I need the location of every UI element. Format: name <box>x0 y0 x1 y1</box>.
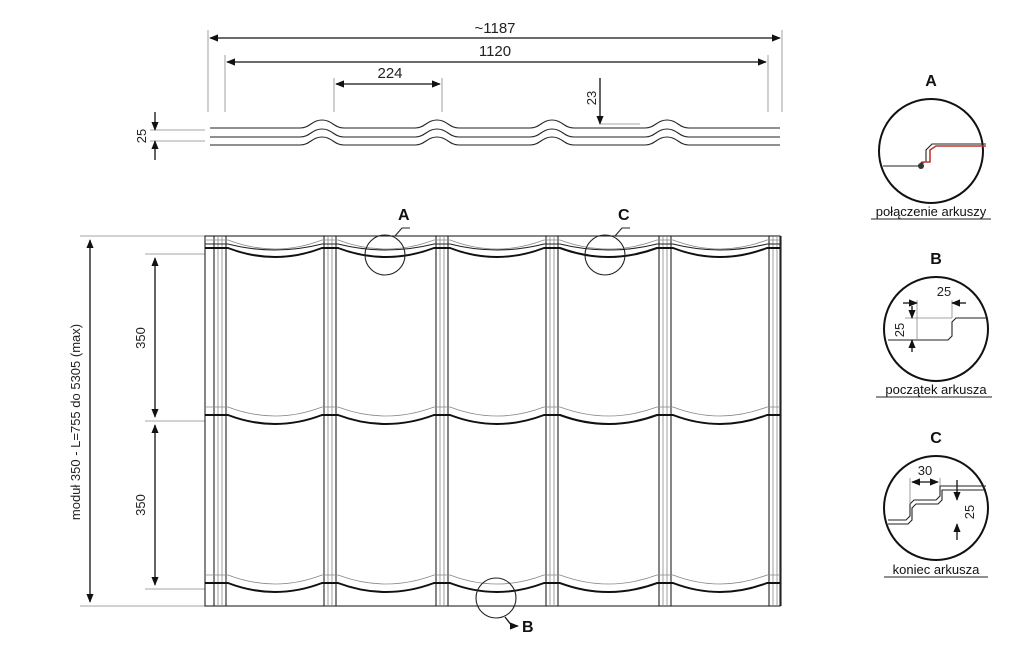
detail-marker-b: B <box>522 619 534 636</box>
detail-b-letter: B <box>930 251 942 268</box>
tile-step-line <box>205 247 780 258</box>
detail-marker-c: C <box>618 207 630 224</box>
detail-a-letter: A <box>925 73 937 90</box>
tile-step-shadow-line <box>205 574 780 585</box>
module-2-label: 350 <box>133 494 148 516</box>
detail-b: B 25 25 początek arkusza <box>876 251 992 398</box>
detail-marker-a: A <box>398 207 410 224</box>
tile-step-line <box>205 582 780 593</box>
sheet-length-label: moduł 350 - L=755 do 5305 (max) <box>68 324 83 520</box>
detail-a-caption: połączenie arkuszy <box>876 204 987 219</box>
wave-depth-label: 23 <box>584 91 599 105</box>
profile-outline <box>210 119 780 129</box>
wave-pitch-label: 224 <box>377 65 402 82</box>
tile-top-edge <box>205 243 780 251</box>
detail-c: C 30 25 koniec arkusza <box>883 430 989 578</box>
tile-step-shadow-line <box>205 406 780 417</box>
profile-view: ~1187 1120 224 23 25 <box>134 20 783 160</box>
detail-c-dim-width: 30 <box>918 463 932 478</box>
tile-grid <box>205 236 782 606</box>
detail-marker-a-circle <box>364 234 406 276</box>
detail-b-dim-height: 25 <box>892 323 907 337</box>
effective-width-label: 1120 <box>479 43 511 60</box>
detail-c-caption: koniec arkusza <box>893 562 980 577</box>
detail-c-letter: C <box>930 430 942 447</box>
module-1-label: 350 <box>133 327 148 349</box>
profile-height-label: 25 <box>134 129 149 143</box>
detail-marker-c-circle <box>584 234 626 276</box>
detail-a: A połączenie arkuszy <box>871 73 991 220</box>
detail-c-dim-height: 25 <box>962 505 977 519</box>
tile-step-line <box>205 414 780 425</box>
plan-view: moduł 350 - L=755 do 5305 (max) 350 350 … <box>68 207 782 636</box>
detail-b-caption: początek arkusza <box>885 382 987 397</box>
tile-step-shadow-line <box>205 239 780 250</box>
detail-b-dim-width: 25 <box>937 284 951 299</box>
overall-width-label: ~1187 <box>474 20 515 37</box>
detail-marker-b-circle <box>475 577 517 619</box>
